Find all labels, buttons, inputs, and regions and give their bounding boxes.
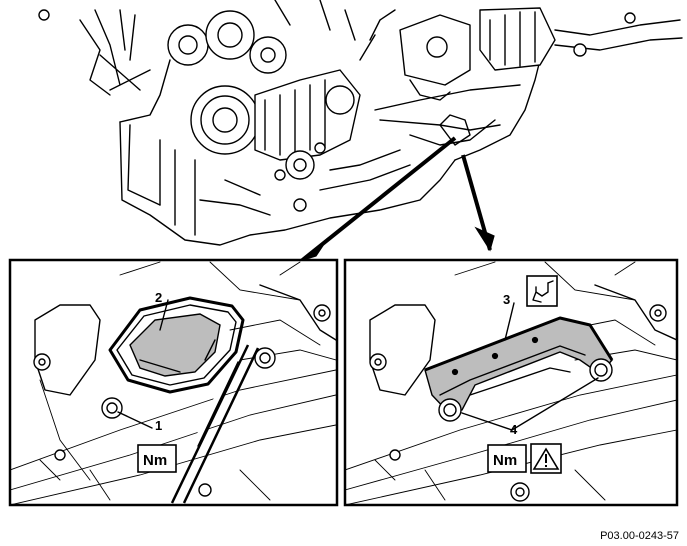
callout-2: 2 [155,290,162,305]
torque-symbol-icon: Nm [487,444,527,473]
engine-illustration [38,0,683,246]
right-detail-panel: 3 4 Nm [343,258,679,507]
callout-3: 3 [503,292,510,307]
special-tool-icon [526,275,558,307]
left-detail-panel: 2 1 Nm [8,258,339,507]
callout-4: 4 [510,422,518,437]
pointer-lines [295,136,495,264]
torque-label-right: Nm [493,452,517,469]
torque-symbol-icon: Nm [137,444,177,473]
warning-triangle-icon [530,443,562,474]
torque-label-left: Nm [143,452,167,469]
figure-reference-number: P03.00-0243-57 [600,530,679,542]
callout-1: 1 [155,418,162,433]
